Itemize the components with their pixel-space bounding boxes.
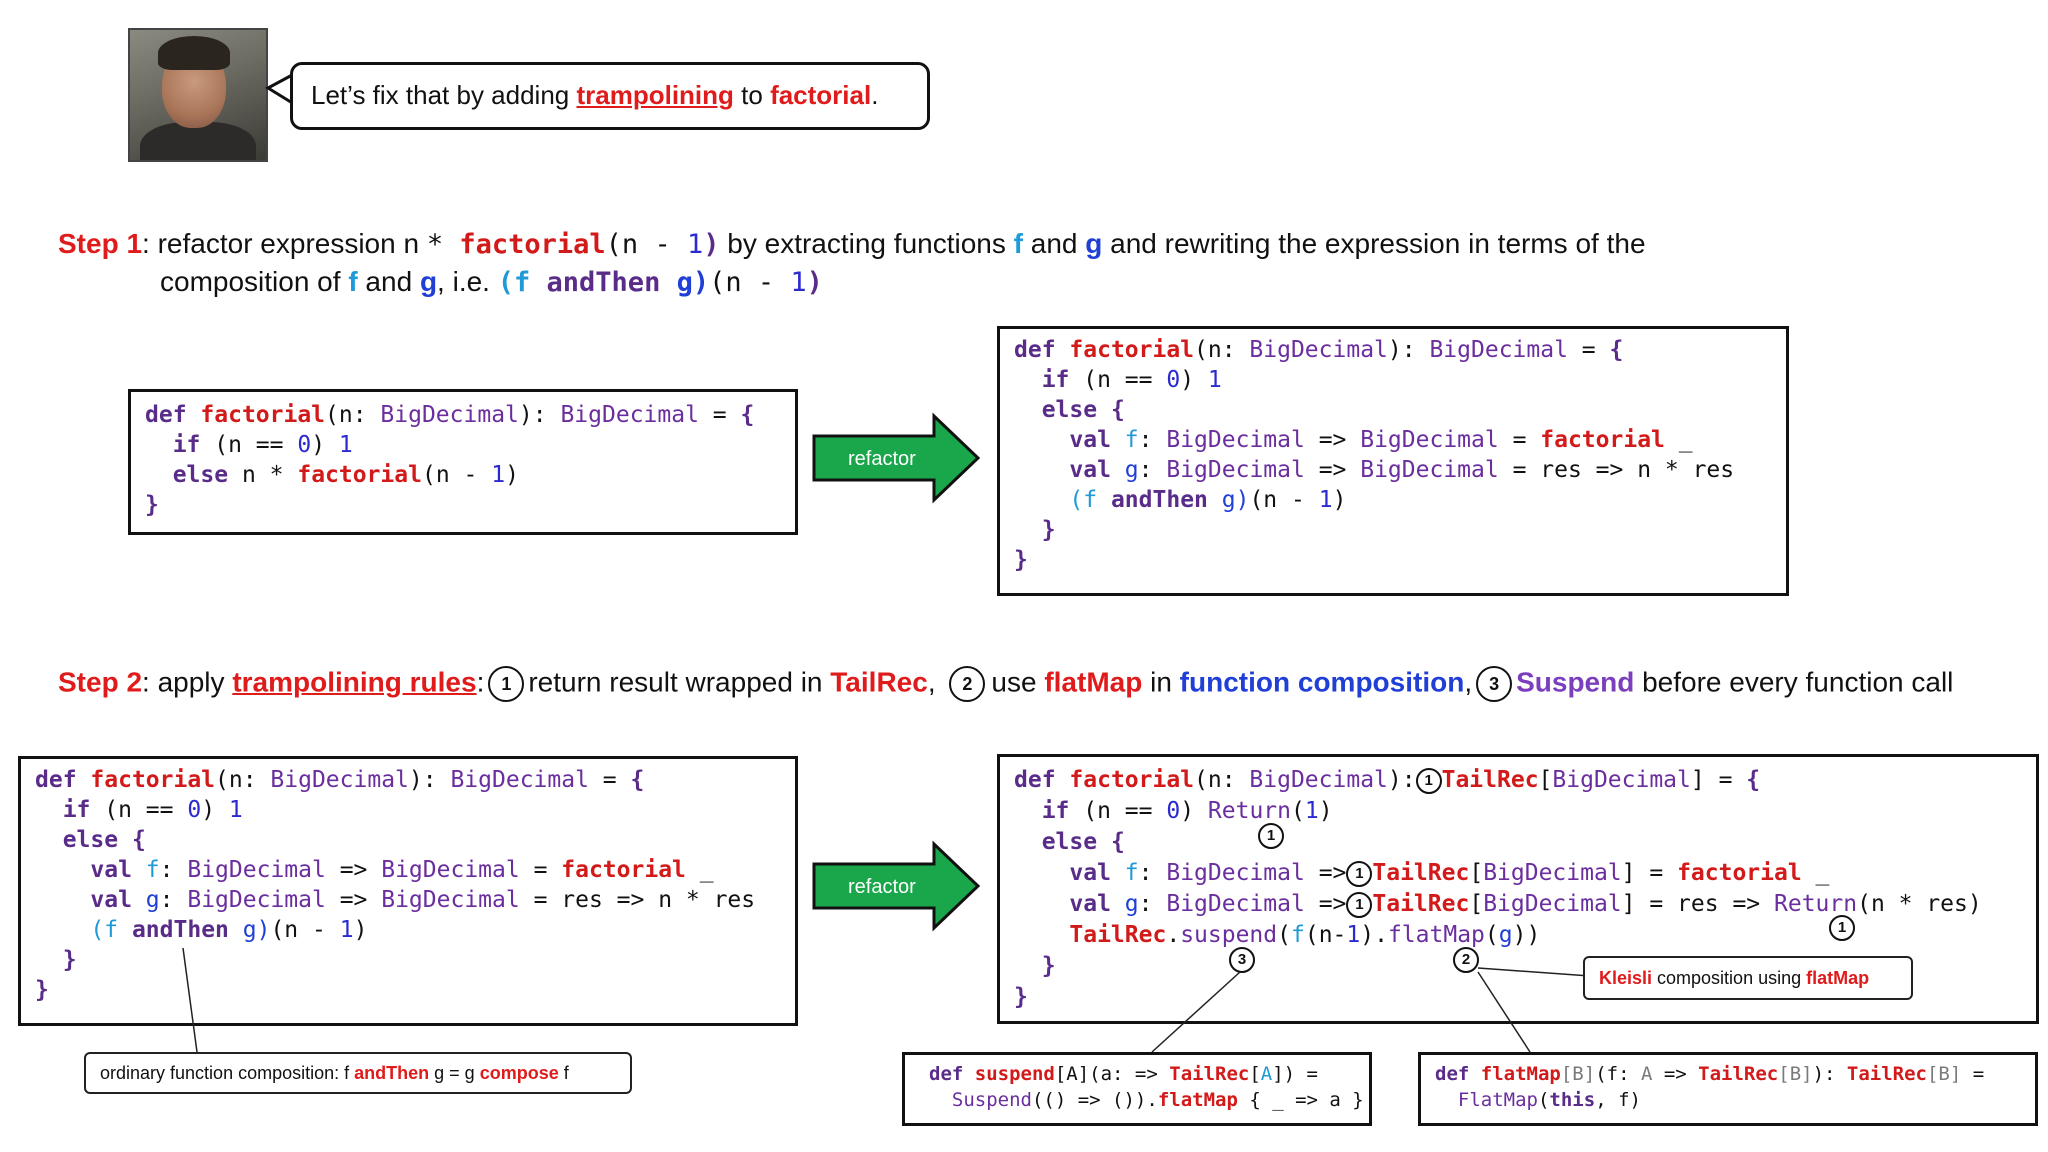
- step1-f: f: [1013, 228, 1023, 259]
- step1-label: Step 1: [58, 228, 143, 259]
- step1-line2-g: g: [419, 266, 438, 297]
- rule2-in: in: [1142, 666, 1180, 698]
- marker-1-else: 1: [1258, 823, 1284, 849]
- rule2-function-composition: function composition: [1179, 666, 1465, 698]
- note-ordinary-composition: ordinary function composition: f andThen…: [84, 1052, 632, 1094]
- step1-comp-andthen: andThen: [546, 267, 661, 298]
- speech-bubble: Let’s fix that by adding trampolining to…: [290, 62, 930, 130]
- marker-2-flatmap: 2: [1453, 947, 1479, 973]
- step1-comp-f: (f: [497, 267, 547, 298]
- code-refactored: def factorial(n: BigDecimal): BigDecimal…: [1014, 337, 1735, 573]
- note-ordinary-text: ordinary function composition: f: [100, 1063, 355, 1083]
- step1-comp-args: (n -: [709, 267, 791, 298]
- marker-3-suspend: 3: [1229, 947, 1255, 973]
- step1-line2-f: f: [348, 266, 358, 297]
- step1-one: 1: [686, 229, 704, 260]
- rule2-comma: ,: [1464, 666, 1473, 698]
- step1-close: ): [703, 229, 720, 260]
- rule1-tailrec: TailRec: [830, 666, 928, 698]
- step2-label: Step 2: [58, 666, 143, 698]
- step1-line1: Step 1: refactor expression n * factoria…: [58, 228, 1646, 260]
- code-composition: def factorial(n: BigDecimal): BigDecimal…: [35, 767, 756, 1003]
- code-suspend: def suspend[A](a: => TailRec[A]) = Suspe…: [929, 1063, 1364, 1111]
- step1-args: (n -: [605, 229, 687, 260]
- code-box-composition: def factorial(n: BigDecimal): BigDecimal…: [18, 756, 798, 1026]
- code-box-suspend: def suspend[A](a: => TailRec[A]) = Suspe…: [902, 1052, 1372, 1126]
- marker-1-return: 1: [1829, 915, 1855, 941]
- rule1-comma: ,: [927, 666, 944, 698]
- step1-line2-and: and: [357, 266, 420, 297]
- code-original: def factorial(n: BigDecimal): BigDecimal…: [145, 402, 755, 518]
- rule2-flatmap: flatMap: [1044, 666, 1143, 698]
- rule3-suspend: Suspend: [1516, 666, 1635, 698]
- step1-text2: by extracting functions: [719, 228, 1014, 259]
- step2-text: : apply: [142, 666, 233, 698]
- note-kleisli-composition: Kleisli composition using flatMap: [1583, 956, 1913, 1000]
- speech-bubble-tail-icon: [264, 72, 295, 106]
- rule3-text: before every function call: [1634, 666, 1954, 698]
- step2-colon: :: [476, 666, 485, 698]
- step1-comp-one: 1: [790, 267, 807, 298]
- bubble-period: .: [871, 80, 879, 110]
- step1-star: *: [426, 229, 460, 260]
- step1-composition-text: composition of: [160, 266, 349, 297]
- refactor-label-1: refactor: [848, 448, 916, 470]
- rule-marker-1: 1: [488, 666, 525, 702]
- code-box-flatmap: def flatMap[B](f: A => TailRec[B]): Tail…: [1418, 1052, 2038, 1126]
- rule-marker-2: 2: [949, 666, 986, 702]
- bubble-factorial: factorial: [770, 80, 872, 110]
- step1-ie: , i.e.: [437, 266, 498, 297]
- bubble-text: Let’s fix that by adding: [311, 80, 577, 110]
- note-kleisli-text: composition using: [1652, 968, 1807, 988]
- step1-factorial: factorial: [459, 229, 606, 260]
- refactor-arrow-1: [812, 412, 981, 504]
- bubble-text-to: to: [733, 80, 771, 110]
- note-kleisli-flatmap: flatMap: [1806, 968, 1870, 988]
- rule2-text: use: [991, 666, 1045, 698]
- note-kleisli: Kleisli: [1599, 968, 1653, 988]
- note-andthen: andThen: [354, 1063, 430, 1083]
- step1-text: : refactor expression n: [142, 228, 427, 259]
- note-ordinary-text3: f: [558, 1063, 569, 1083]
- refactor-label-2: refactor: [848, 876, 916, 898]
- step1-text3: and rewriting the expression in terms of…: [1102, 228, 1646, 259]
- step1-g: g: [1085, 228, 1103, 259]
- bubble-trampolining: trampolining: [576, 80, 734, 110]
- avatar: [128, 28, 268, 162]
- step1-line2: composition of f and g, i.e. (f andThen …: [160, 266, 823, 298]
- step1-comp-close: ): [806, 267, 823, 298]
- step1-and: and: [1022, 228, 1086, 259]
- note-ordinary-text2: g = g: [429, 1063, 480, 1083]
- note-compose: compose: [479, 1063, 559, 1083]
- code-flatmap: def flatMap[B](f: A => TailRec[B]): Tail…: [1435, 1063, 1985, 1111]
- code-box-original: def factorial(n: BigDecimal): BigDecimal…: [128, 389, 798, 535]
- rule1-text: return result wrapped in: [528, 666, 831, 698]
- rule-marker-3: 3: [1476, 666, 1513, 702]
- refactor-arrow-2: [812, 840, 981, 932]
- step1-comp-g: g): [660, 267, 710, 298]
- step2-trampolining-rules: trampolining rules: [232, 666, 477, 698]
- code-box-refactored: def factorial(n: BigDecimal): BigDecimal…: [997, 326, 1789, 596]
